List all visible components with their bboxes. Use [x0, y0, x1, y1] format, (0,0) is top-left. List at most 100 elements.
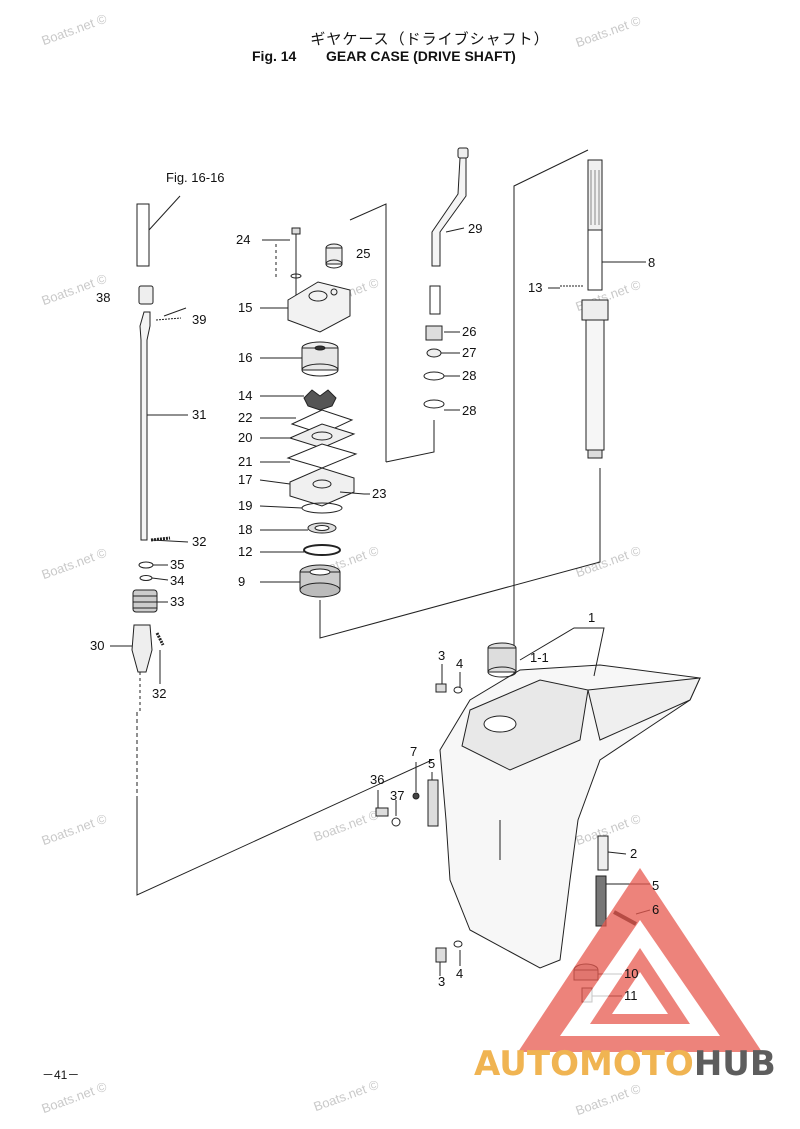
drive-shaft-31 — [139, 311, 151, 541]
leader-line — [148, 195, 181, 231]
part-label-24: 24 — [236, 232, 251, 247]
clip-28-b — [423, 399, 445, 409]
page-number: －41－ — [42, 1068, 80, 1082]
upper-shaft-segment — [136, 203, 150, 267]
guide-line — [349, 203, 387, 462]
shift-cam-5-lower — [595, 875, 607, 927]
gear-case-housing — [439, 664, 701, 969]
part-label-5-lower: 5 — [652, 878, 660, 893]
assembly-guide-line — [136, 759, 433, 896]
leader-line — [519, 627, 605, 677]
part-label-22: 22 — [238, 410, 253, 425]
part-label-25: 25 — [356, 246, 371, 261]
part-label-15: 15 — [238, 300, 253, 315]
part-label-19: 19 — [238, 498, 253, 513]
washer-4-lower — [453, 940, 463, 948]
part-label-1-1: 1-1 — [530, 650, 549, 665]
brand-logo: AUTOMOTOHUB — [474, 1044, 776, 1084]
part-label-20: 20 — [238, 430, 253, 445]
part-label-7: 7 — [410, 744, 418, 759]
part-label-13: 13 — [528, 280, 543, 295]
clip-7 — [412, 792, 420, 800]
pump-case-17 — [289, 467, 355, 507]
part-label-28-a: 28 — [462, 368, 477, 383]
part-label-36: 36 — [370, 772, 385, 787]
part-label-11: 11 — [624, 988, 638, 1003]
bushing-26 — [425, 325, 443, 341]
part-label-34: 34 — [170, 573, 185, 588]
part-label-29: 29 — [468, 221, 483, 236]
part-label-4-upper: 4 — [456, 656, 464, 671]
bolt-3-upper — [435, 683, 447, 693]
bolt-3-lower — [435, 947, 447, 963]
part-label-28-b: 28 — [462, 403, 477, 418]
part-label-23: 23 — [372, 486, 387, 501]
logo-part-moto: MOTO — [578, 1044, 694, 1084]
shift-cam-5-upper — [427, 779, 439, 827]
part-label-37: 37 — [390, 788, 405, 803]
washer-4-upper — [453, 686, 463, 694]
pin-39 — [155, 317, 182, 321]
guide-line — [385, 420, 435, 463]
part-label-30: 30 — [90, 638, 105, 653]
part-label-32-upper: 32 — [192, 534, 207, 549]
impeller-14 — [303, 389, 337, 411]
figure-number: Fig. 14 — [252, 48, 297, 64]
part-label-1: 1 — [588, 610, 596, 625]
bolt-2 — [597, 835, 609, 871]
washer-24 — [290, 273, 302, 279]
clip-34 — [139, 575, 153, 581]
gasket-21 — [286, 443, 358, 469]
part-label-26: 26 — [462, 324, 477, 339]
impeller-insert-16 — [301, 341, 339, 377]
spring-33 — [132, 589, 158, 613]
bolt-24-head — [291, 227, 301, 235]
logo-triangle — [518, 868, 762, 1052]
part-label-4-lower: 4 — [456, 966, 464, 981]
figure-title: GEAR CASE (DRIVE SHAFT) — [326, 48, 516, 64]
part-label-39: 39 — [192, 312, 207, 327]
part-label-18: 18 — [238, 522, 253, 537]
part-label-6: 6 — [652, 902, 660, 917]
part-label-16: 16 — [238, 350, 253, 365]
part-label-31: 31 — [192, 407, 207, 422]
part-label-10: 10 — [624, 966, 639, 981]
washer-35 — [138, 561, 154, 569]
part-label-2: 2 — [630, 846, 638, 861]
oil-seal-18 — [307, 522, 337, 534]
part-label-5-upper: 5 — [428, 756, 436, 771]
part-label-33: 33 — [170, 594, 185, 609]
pump-housing-15 — [287, 281, 351, 333]
part-label-27: 27 — [462, 345, 477, 360]
seal-27 — [426, 348, 442, 358]
part-label-9: 9 — [238, 574, 246, 589]
washer-37 — [391, 817, 401, 827]
part-label-3-upper: 3 — [438, 648, 446, 663]
reference-label: Fig. 16-16 — [166, 170, 225, 185]
part-label-3-lower: 3 — [438, 974, 446, 989]
pin-23 — [339, 491, 365, 495]
coupling-30 — [131, 624, 153, 673]
plate-20 — [288, 423, 356, 449]
shift-rod-29 — [431, 147, 469, 267]
part-label-21: 21 — [238, 454, 253, 469]
drive-shaft-8 — [581, 159, 609, 459]
part-label-17: 17 — [238, 472, 253, 487]
logo-part-hub: HUB — [693, 1044, 776, 1084]
logo-part-auto: AUTO — [474, 1044, 579, 1084]
shaft-coupler — [138, 285, 154, 305]
bolt-36 — [375, 807, 389, 817]
oring-12 — [303, 544, 341, 556]
guide-line — [319, 468, 601, 639]
clip-28-a — [423, 371, 445, 381]
bushing-1-1 — [487, 642, 517, 678]
pin-32-lower — [155, 632, 165, 646]
guide-line — [513, 149, 589, 778]
part-label-8: 8 — [648, 255, 656, 270]
part-label-14: 14 — [238, 388, 253, 403]
part-label-12: 12 — [238, 544, 253, 559]
part-label-38: 38 — [96, 290, 111, 305]
title-japanese: ギヤケース（ドライブシャフト） — [310, 31, 550, 48]
